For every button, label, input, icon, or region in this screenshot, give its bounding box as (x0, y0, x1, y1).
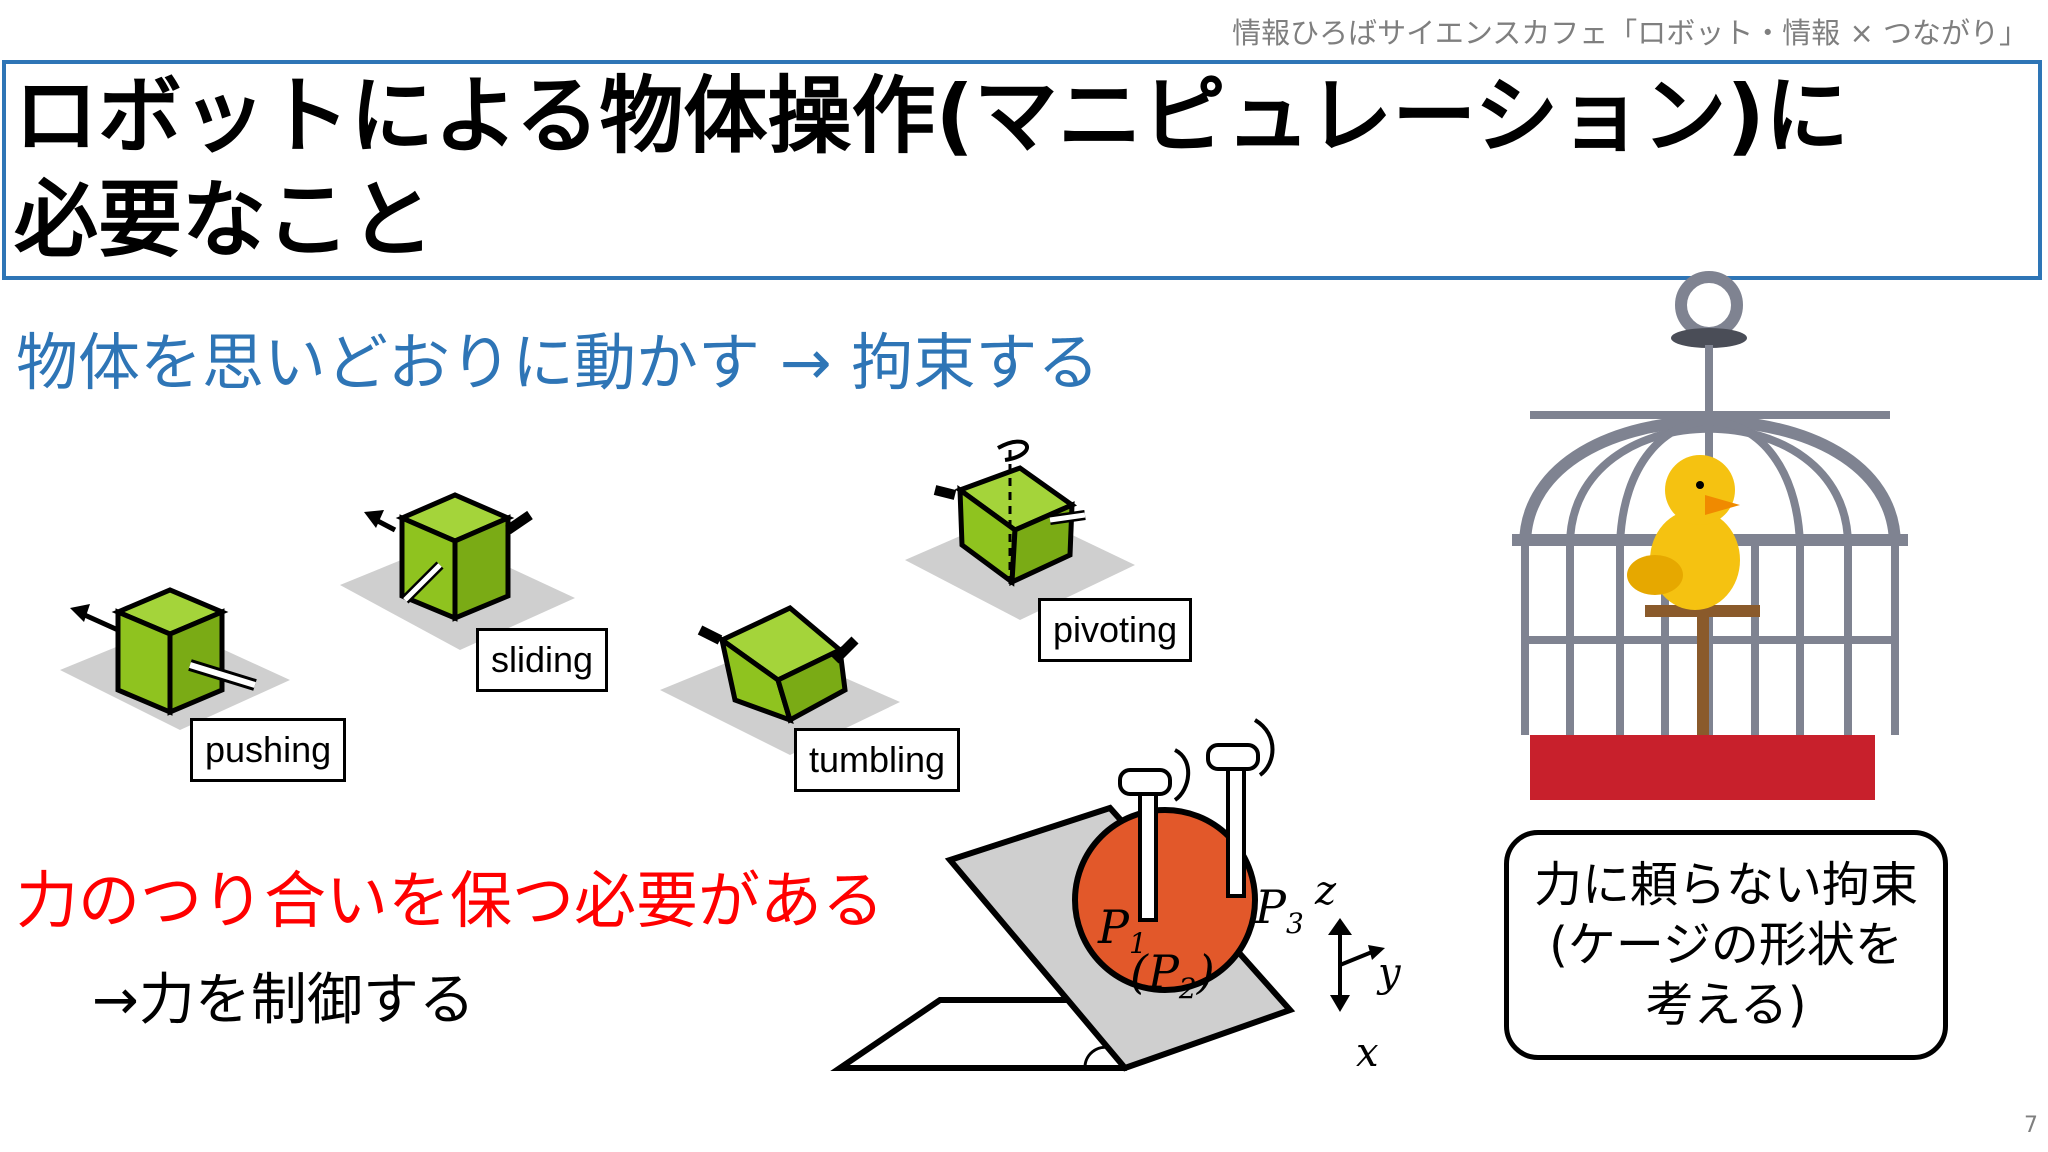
title-line-1: ロボットによる物体操作(マニピュレーション)に (14, 67, 1849, 165)
point-label-p1: P1 (1098, 900, 1147, 961)
birdcage-illustration (1512, 271, 1908, 800)
control-force-text: →力を制御する (92, 968, 475, 1033)
header-note: 情報ひろばサイエンスカフェ「ロボット・情報 × つながり」 (1232, 16, 2028, 50)
pivoting-cube (905, 439, 1135, 620)
pushing-cube (60, 587, 290, 730)
axis-label-x: x (1356, 1030, 1379, 1076)
ramp-ball-diagram (830, 718, 1385, 1072)
cage-note-line-2: (ケージの形状を (1549, 917, 1903, 973)
slide-title: ロボットによる物体操作(マニピュレーション)に 必要なこと (14, 64, 2014, 272)
cage-note-box: 力に頼らない拘束 (ケージの形状を 考える) (1504, 830, 1948, 1060)
axis-label-z: z (1315, 868, 1337, 914)
label-tumbling: tumbling (794, 728, 961, 792)
point-label-p3: P3 (1255, 880, 1304, 941)
page-number: 7 (2024, 1113, 2038, 1138)
cage-note-line-1: 力に頼らない拘束 (1533, 857, 1918, 913)
label-pivoting: pivoting (1038, 598, 1193, 662)
title-box (2, 60, 2042, 280)
force-balance-text: 力のつり合いを保つ必要がある (16, 864, 885, 937)
point-label-p2: (P2) (1130, 945, 1215, 1006)
subtitle: 物体を思いどおりに動かす → 拘束する (16, 326, 1100, 399)
sliding-cube (340, 492, 575, 650)
tumbling-cube (660, 605, 900, 755)
cage-note-line-3: 考える) (1645, 977, 1807, 1033)
label-sliding: sliding (476, 628, 609, 692)
label-pushing: pushing (190, 718, 347, 782)
axis-label-y: y (1378, 950, 1401, 996)
title-line-2: 必要なこと (14, 171, 435, 269)
